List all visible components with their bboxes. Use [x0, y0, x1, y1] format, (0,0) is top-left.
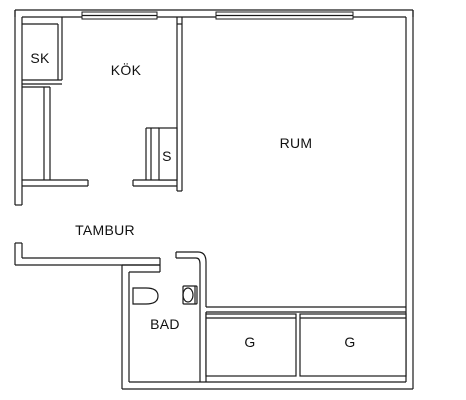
- closet-sk: [22, 17, 63, 85]
- room-label-wardrobe-1: G: [244, 334, 256, 350]
- room-label-bad: BAD: [150, 316, 180, 332]
- wall-kitchen-room: [176, 17, 183, 192]
- room-label-sk: SK: [30, 50, 50, 66]
- toilet-fixture: [182, 285, 198, 305]
- room-label-kitchen: KÖK: [110, 62, 142, 78]
- kitchen-counter-left: [22, 86, 51, 180]
- sink-fixture: [132, 287, 159, 305]
- wall-kitchen-bottom-right: [132, 179, 177, 187]
- outer-wall-right: [405, 10, 414, 389]
- kitchen-stove: [145, 127, 178, 181]
- room-label-tambur: TAMBUR: [75, 222, 135, 238]
- wall-bathroom-left: [121, 264, 161, 389]
- wardrobe-g2: [299, 313, 407, 377]
- wall-kitchen-bottom-left: [22, 179, 89, 187]
- window-kitchen: [81, 11, 158, 20]
- room-label-wardrobe-2: G: [344, 334, 356, 350]
- wardrobe-g1: [205, 313, 297, 377]
- wall-tambur-bottom: [15, 257, 161, 266]
- wall-bathroom-right: [199, 307, 207, 382]
- outer-wall-left-upper: [14, 10, 23, 206]
- window-room: [215, 11, 354, 20]
- room-label-stove: S: [162, 148, 172, 164]
- room-label-rum: RUM: [279, 135, 313, 151]
- outer-wall-left-lower: [14, 242, 23, 265]
- wall-storage-top: [206, 306, 406, 313]
- outer-wall-bottom: [122, 381, 413, 390]
- wall-room-tambur: [175, 251, 207, 307]
